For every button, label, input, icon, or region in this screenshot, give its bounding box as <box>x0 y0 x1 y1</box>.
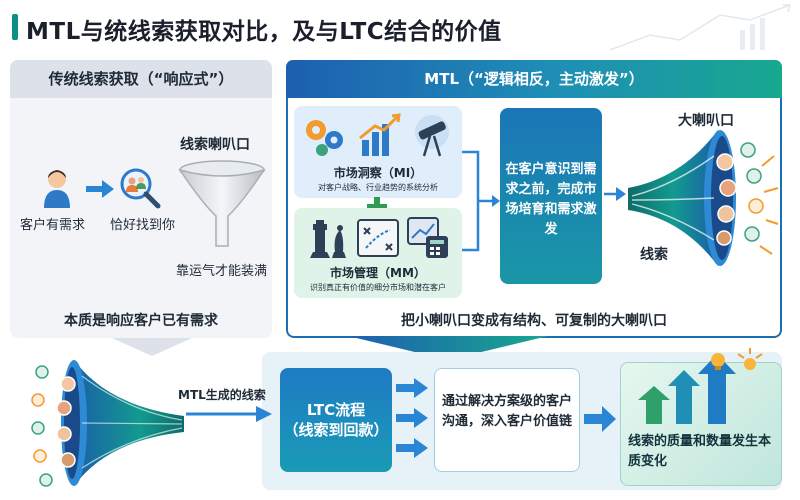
market-insight-title: 市场洞察（MI） <box>333 166 423 180</box>
traditional-panel-header <box>10 60 272 98</box>
spark-icon <box>737 348 763 370</box>
lightbulb-icon <box>711 353 725 370</box>
mtl-leads-funnel-icon <box>31 360 184 487</box>
big-funnel-label: 大喇叭口 <box>678 113 734 129</box>
strategy-board-icon <box>357 219 399 257</box>
market-insight-icons <box>306 113 449 157</box>
demand-stimulation-text: 在客户意识到需求之前，完成市场培育和需求激发 <box>505 162 597 237</box>
ltc-process-title: LTC流程 <box>306 401 366 419</box>
market-management-icons <box>310 217 448 258</box>
to-outcome-arrow <box>584 406 616 432</box>
leads-label: 线索 <box>640 247 668 263</box>
plus-icon <box>367 197 387 217</box>
outcome-text: 线索的质量和数量发生本质变化 <box>628 434 772 469</box>
flow-arrow-icon <box>86 180 114 198</box>
market-management-desc: 识别真正有价值的细分市场和潜在客户 <box>310 283 446 292</box>
ltc-process-text: LTC流程 （线索到回款） <box>280 400 392 440</box>
customer-person-icon <box>44 170 70 208</box>
gears-icon <box>306 120 343 156</box>
mtl-panel-header <box>286 60 782 98</box>
merge-bracket-arrow <box>462 150 500 252</box>
mtl-summary-text: 把小喇叭口变成有结构、可复制的大喇叭口 <box>401 313 667 329</box>
analytics-calculator-icon <box>407 217 448 258</box>
big-funnel-icon <box>628 130 779 266</box>
leads-to-ltc-arrow <box>186 406 272 422</box>
down-chevron-connector <box>112 338 192 356</box>
page-title: MTL与统线索获取对比，及与LTC结合的价值 <box>26 19 502 45</box>
growth-chart-icon <box>359 113 401 156</box>
demand-stimulation-box <box>500 108 602 284</box>
growth-arrows-icon <box>638 348 763 424</box>
triple-arrows-icon <box>396 378 428 458</box>
market-insight-desc: 对客户战略、行业趋势的系统分析 <box>318 183 438 192</box>
title-accent-bar <box>12 14 18 40</box>
found-you-label: 恰好找到你 <box>110 218 176 233</box>
mtl-leads-label: MTL生成的线索 <box>178 388 266 402</box>
luck-label: 靠运气才能装满 <box>176 264 268 279</box>
mtl-panel-title: MTL（“逻辑相反，主动激发”） <box>424 70 644 88</box>
solution-communication-text: 通过解决方案级的客户沟通，深入客户价值链 <box>441 394 572 429</box>
mtl-down-chevron-connector <box>348 336 548 360</box>
solution-communication-box <box>434 368 580 472</box>
telescope-icon <box>415 115 449 157</box>
chess-pieces-icon <box>310 220 346 258</box>
traditional-panel-title: 传统线索获取（“响应式”） <box>48 70 234 88</box>
market-management-title: 市场管理（MM） <box>330 266 426 280</box>
ltc-process-box <box>280 368 392 472</box>
funnel-label: 线索喇叭口 <box>180 137 250 153</box>
ltc-process-subtitle: （线索到回款） <box>283 421 389 439</box>
traditional-essence-text: 本质是响应客户已有需求 <box>64 313 218 329</box>
small-funnel-icon <box>178 160 266 247</box>
background-chart-decoration <box>609 4 791 51</box>
search-people-icon <box>120 168 161 209</box>
customer-need-label: 客户有需求 <box>20 218 86 233</box>
to-big-funnel-arrow <box>604 187 626 201</box>
